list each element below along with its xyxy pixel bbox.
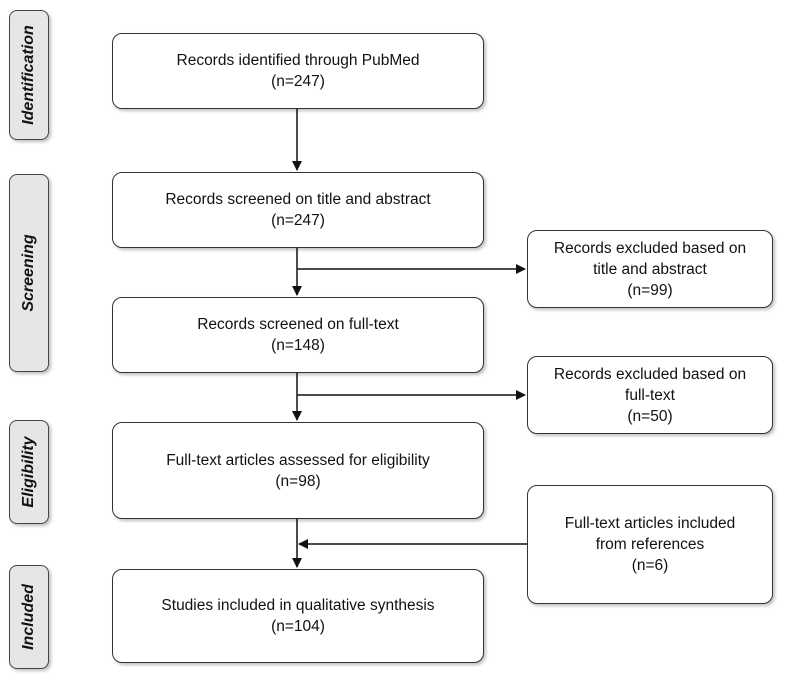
box-text: Studies included in qualitative synthesi…	[161, 597, 435, 614]
box-text: Records screened on full-text	[197, 316, 399, 333]
screened-full-text-box: Records screened on full-text (n=148)	[112, 297, 484, 373]
box-text: Records excluded based on	[553, 239, 747, 257]
screened-title-abstract-box: Records screened on title and abstract (…	[112, 172, 484, 248]
box-count: (n=247)	[271, 73, 325, 90]
box-text: Records excluded based on	[553, 365, 747, 383]
excluded-full-text-box: Records excluded based on full-text (n=5…	[527, 356, 773, 434]
box-count: (n=148)	[271, 337, 325, 354]
box-text: Records identified through PubMed	[176, 52, 420, 69]
records-identified-box: Records identified through PubMed (n=247…	[112, 33, 484, 109]
stage-screening: Screening	[9, 174, 49, 372]
included-from-references-box: Full-text articles included from referen…	[527, 485, 773, 604]
box-text: Full-text articles included	[564, 515, 736, 532]
box-text: Records screened on title and abstract	[165, 191, 431, 208]
box-count: (n=104)	[271, 618, 325, 635]
stage-eligibility: Eligibility	[9, 420, 49, 524]
box-text: full-text	[625, 386, 675, 404]
box-text: Full-text articles assessed for eligibil…	[166, 451, 430, 469]
stage-included: Included	[9, 565, 49, 669]
box-count: (n=99)	[627, 281, 673, 299]
stage-identification: Identification	[9, 10, 49, 140]
box-text: title and abstract	[593, 260, 707, 278]
studies-included-box: Studies included in qualitative synthesi…	[112, 569, 484, 663]
assessed-eligibility-box: Full-text articles assessed for eligibil…	[112, 422, 484, 519]
box-count: (n=98)	[275, 472, 321, 490]
box-count: (n=247)	[271, 212, 325, 229]
box-count: (n=6)	[631, 557, 669, 574]
box-count: (n=50)	[627, 407, 673, 425]
excluded-title-abstract-box: Records excluded based on title and abst…	[527, 230, 773, 308]
box-text: from references	[595, 536, 705, 553]
